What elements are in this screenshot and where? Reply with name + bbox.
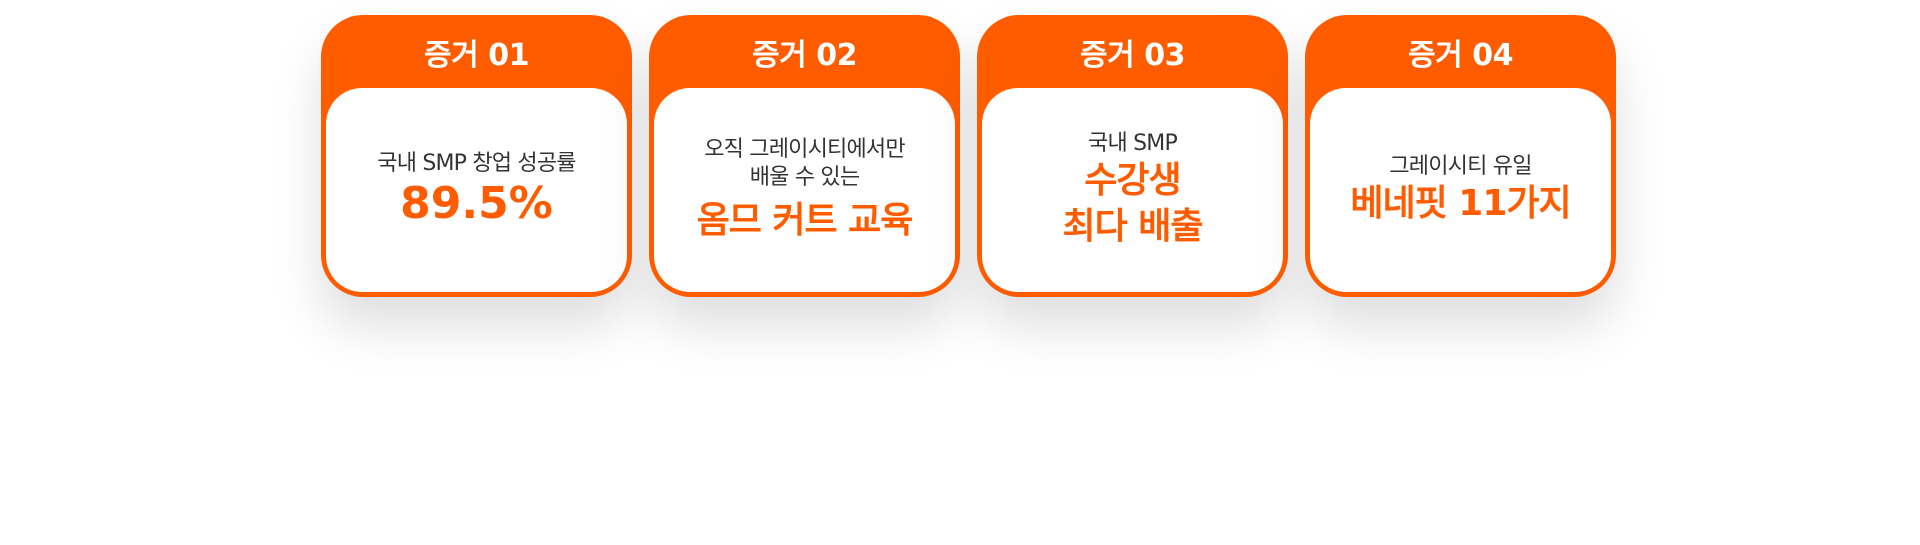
- evidence-card-02: 증거 02 오직 그레이시티에서만 배울 수 있는 옴므 커트 교육: [649, 15, 960, 297]
- evidence-card-01: 증거 01 국내 SMP 창업 성공률 89.5%: [321, 15, 632, 297]
- card-subtitle: 그레이시티 유일: [1389, 154, 1532, 179]
- card-subtitle: 오직 그레이시티에서만: [704, 137, 905, 162]
- card-body: 국내 SMP 수강생 최다 배출: [982, 88, 1283, 292]
- card-body: 오직 그레이시티에서만 배울 수 있는 옴므 커트 교육: [654, 88, 955, 292]
- card-header: 증거 03: [1080, 37, 1185, 73]
- evidence-cards: 증거 01 국내 SMP 창업 성공률 89.5% 증거 02 오직 그레이시티…: [321, 15, 1616, 297]
- card-highlight: 수강생: [1084, 160, 1181, 201]
- card-subtitle: 국내 SMP 창업 성공률: [377, 151, 576, 176]
- card-subtitle: 배울 수 있는: [749, 165, 860, 190]
- evidence-card-04: 증거 04 그레이시티 유일 베네핏 11가지: [1305, 15, 1616, 297]
- card-highlight: 최다 배출: [1062, 206, 1203, 247]
- evidence-card-03: 증거 03 국내 SMP 수강생 최다 배출: [977, 15, 1288, 297]
- card-subtitle: 국내 SMP: [1088, 131, 1178, 156]
- card-header: 증거 01: [424, 37, 529, 73]
- card-highlight: 옴므 커트 교육: [696, 200, 914, 241]
- card-body: 국내 SMP 창업 성공률 89.5%: [326, 88, 627, 292]
- card-body: 그레이시티 유일 베네핏 11가지: [1310, 88, 1611, 292]
- card-header: 증거 02: [752, 37, 857, 73]
- card-highlight: 89.5%: [400, 178, 553, 229]
- card-header: 증거 04: [1408, 37, 1513, 73]
- card-highlight: 베네핏 11가지: [1350, 183, 1571, 224]
